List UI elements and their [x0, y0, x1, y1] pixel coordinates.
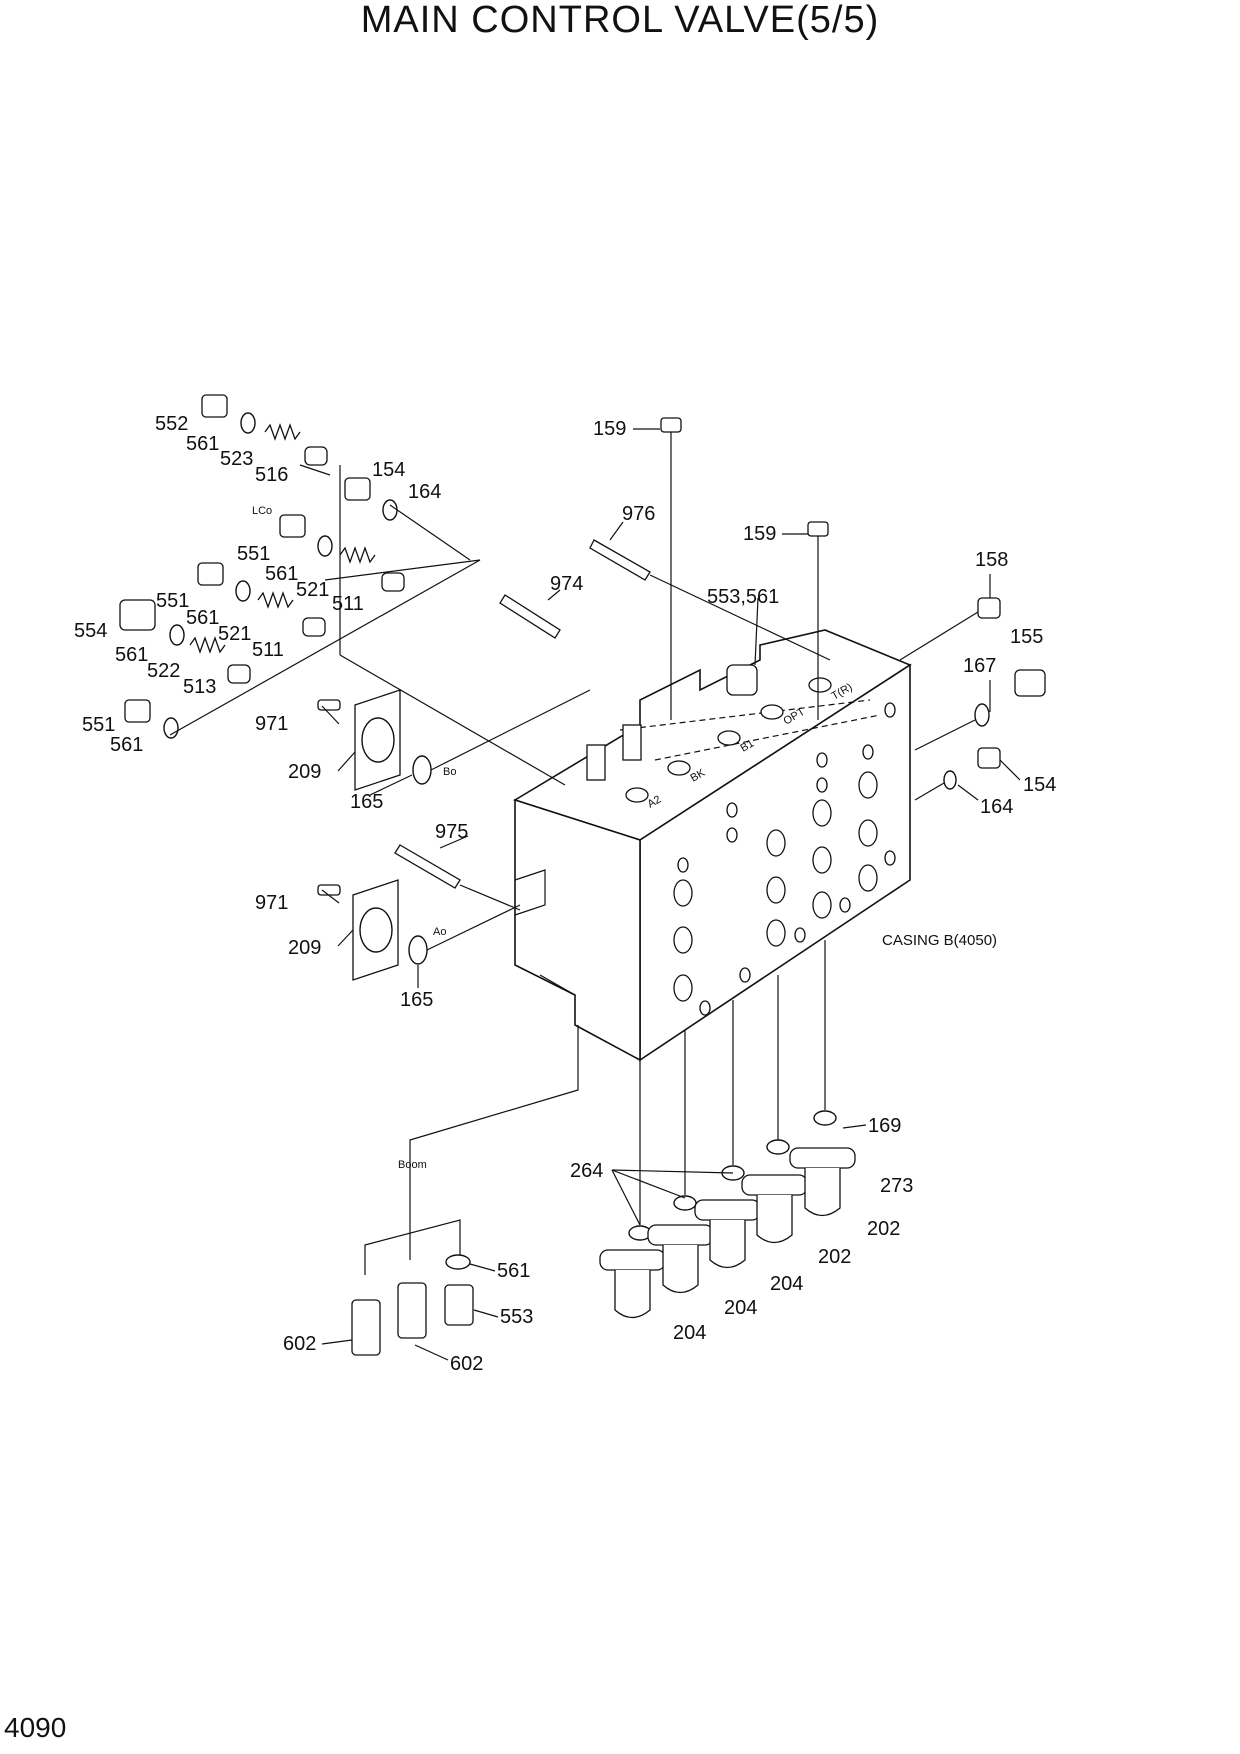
flange-209-upper: [317, 689, 591, 791]
callout-522: 522: [147, 660, 180, 682]
callout-521: 521: [296, 579, 329, 601]
callout-202: 202: [818, 1246, 851, 1268]
callout-551: 551: [237, 543, 270, 565]
callout-513: 513: [183, 676, 216, 698]
port-mark-b1: B1: [739, 737, 757, 754]
callout-209: 209: [288, 937, 321, 959]
left-parts-cluster: [119, 394, 566, 786]
callout-971: 971: [255, 892, 288, 914]
port-mark-a2: A2: [646, 793, 664, 810]
diagram-title: MAIN CONTROL VALVE(5/5): [360, 0, 880, 41]
callout-155: 155: [1010, 626, 1043, 648]
bottom-flange-parts: [599, 940, 856, 1319]
callout-159: 159: [743, 523, 776, 545]
callout-511: 511: [332, 593, 364, 615]
boom-pilot-parts: [351, 1025, 579, 1356]
casing-ports: [673, 702, 896, 1016]
callout-167: 167: [963, 655, 996, 677]
callout-971: 971: [255, 713, 288, 735]
port-mark-lco: LCo: [252, 505, 272, 517]
port-mark-boom: Boom: [398, 1159, 427, 1171]
callout-561: 561: [115, 644, 148, 666]
callout-204: 204: [724, 1297, 757, 1319]
callout-273: 273: [880, 1175, 913, 1197]
callout-154: 154: [372, 459, 405, 481]
callout-521: 521: [218, 623, 251, 645]
callout-202: 202: [867, 1218, 900, 1240]
callout-leaders: [321, 428, 1021, 1361]
callout-165: 165: [350, 791, 383, 813]
callout-164: 164: [980, 796, 1013, 818]
callout-511: 511: [252, 639, 284, 661]
callout-204: 204: [770, 1273, 803, 1295]
callout-974: 974: [550, 573, 583, 595]
callout-553: 553: [500, 1306, 533, 1328]
callout-523: 523: [220, 448, 253, 470]
callout-165: 165: [400, 989, 433, 1011]
callout-516: 516: [255, 464, 288, 486]
callout-264: 264: [570, 1160, 603, 1182]
flange-209-lower: [317, 879, 521, 981]
port-mark-ao: Ao: [433, 926, 446, 938]
callout-976: 976: [622, 503, 655, 525]
callout-553-561: 553,561: [707, 586, 779, 608]
callout-561: 561: [186, 433, 219, 455]
callout-554: 554: [74, 620, 107, 642]
callout-602: 602: [450, 1353, 483, 1375]
callout-975: 975: [435, 821, 468, 843]
callout-551: 551: [156, 590, 189, 612]
callout-labels: 552 561 523 516 154 164 551 561 521 511 …: [74, 413, 1056, 1375]
page-number: 4090: [4, 1712, 67, 1743]
callout-561: 561: [186, 607, 219, 629]
callout-169: 169: [868, 1115, 901, 1137]
top-relief-valves: [586, 664, 758, 781]
callout-602: 602: [283, 1333, 316, 1355]
callout-164: 164: [408, 481, 441, 503]
callout-154: 154: [1023, 774, 1056, 796]
callout-551: 551: [82, 714, 115, 736]
callout-561: 561: [110, 734, 143, 756]
valve-casing: [513, 629, 912, 1062]
right-side-parts: [899, 597, 1046, 801]
casing-note: CASING B(4050): [882, 932, 997, 949]
callout-552: 552: [155, 413, 188, 435]
callout-209: 209: [288, 761, 321, 783]
callout-158: 158: [975, 549, 1008, 571]
callout-204: 204: [673, 1322, 706, 1344]
port-mark-bo: Bo: [443, 766, 456, 778]
callout-561: 561: [265, 563, 298, 585]
callout-561: 561: [497, 1260, 530, 1282]
callout-159: 159: [593, 418, 626, 440]
bolts: [394, 417, 831, 911]
